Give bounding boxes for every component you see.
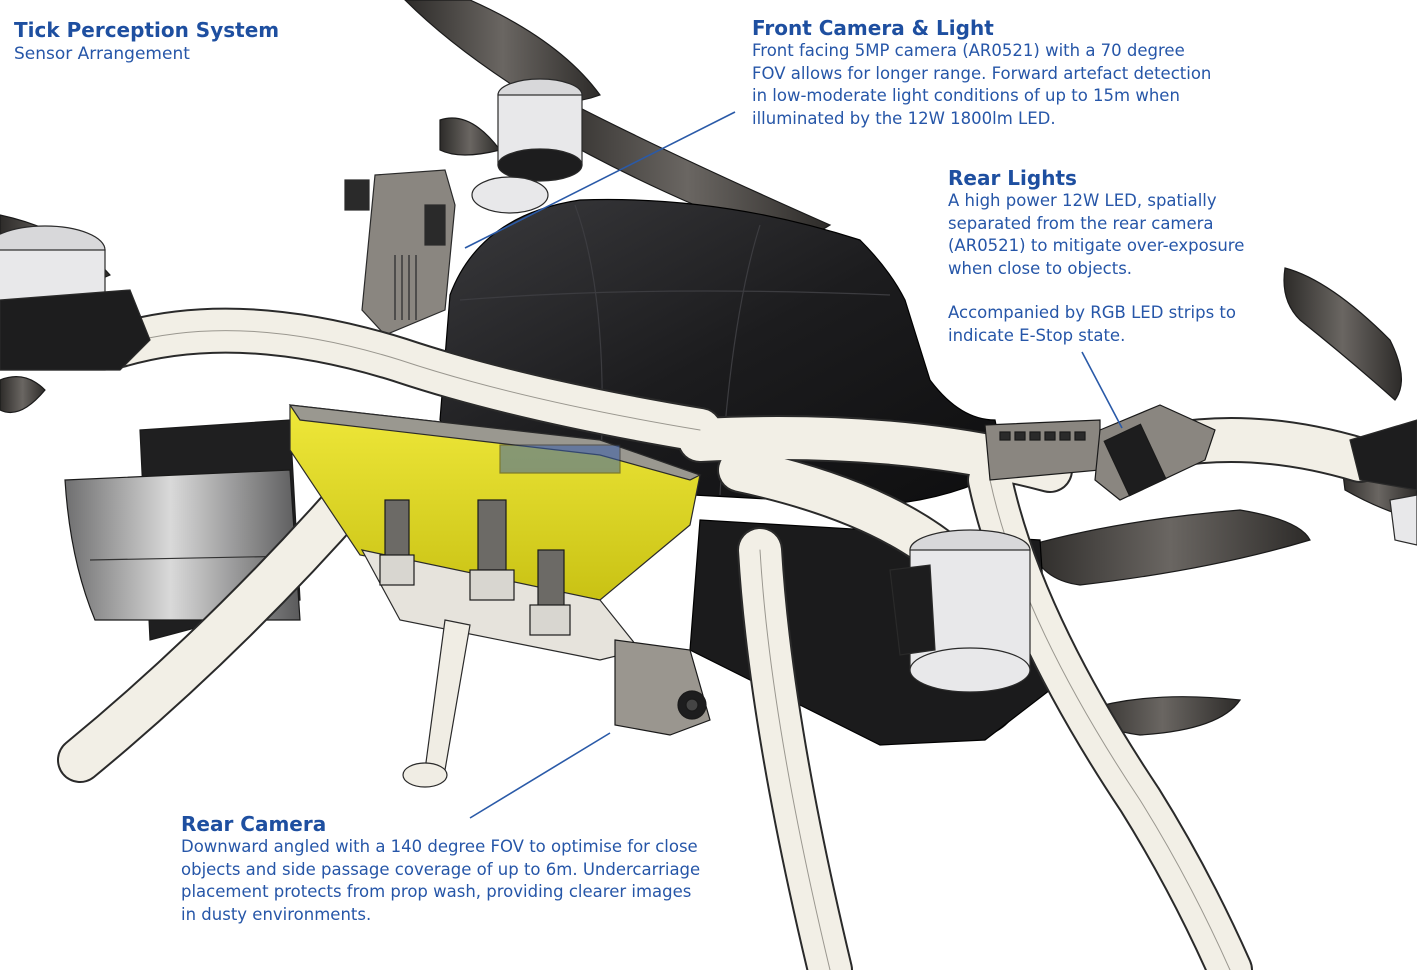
callout-rear-lights-heading: Rear Lights xyxy=(948,166,1077,190)
callout-rear-camera-heading: Rear Camera xyxy=(181,812,327,836)
landing-leg xyxy=(402,619,471,788)
leader-line-rear-camera xyxy=(469,732,611,819)
title-block: Tick Perception System Sensor Arrangemen… xyxy=(14,18,279,66)
rear-light-bar xyxy=(984,404,1216,501)
rear-camera-body xyxy=(614,639,711,736)
leader-line-front xyxy=(464,111,736,249)
callout-front-body: Front facing 5MP camera (AR0521) with a … xyxy=(752,41,1212,128)
callout-front-camera: Front Camera & Light Front facing 5MP ca… xyxy=(752,16,1312,130)
page-title: Tick Perception System xyxy=(14,18,280,42)
motor-pods xyxy=(0,78,1417,693)
callout-rear-lights-body: A high power 12W LED, spatially separate… xyxy=(948,191,1245,278)
page-subtitle: Sensor Arrangement xyxy=(14,44,190,64)
cable-connectors xyxy=(379,499,571,636)
callout-rear-lights-body-2: Accompanied by RGB LED strips to indicat… xyxy=(948,303,1236,345)
front-camera-mount xyxy=(344,169,456,336)
callout-rear-lights: Rear Lights A high power 12W LED, spatia… xyxy=(948,166,1408,348)
leader-lines xyxy=(464,111,1123,819)
leader-line-rear-lights xyxy=(1081,351,1123,429)
callout-rear-camera: Rear Camera Downward angled with a 140 d… xyxy=(181,812,781,926)
callout-rear-camera-body: Downward angled with a 140 degree FOV to… xyxy=(181,837,701,924)
callout-front-heading: Front Camera & Light xyxy=(752,16,994,40)
